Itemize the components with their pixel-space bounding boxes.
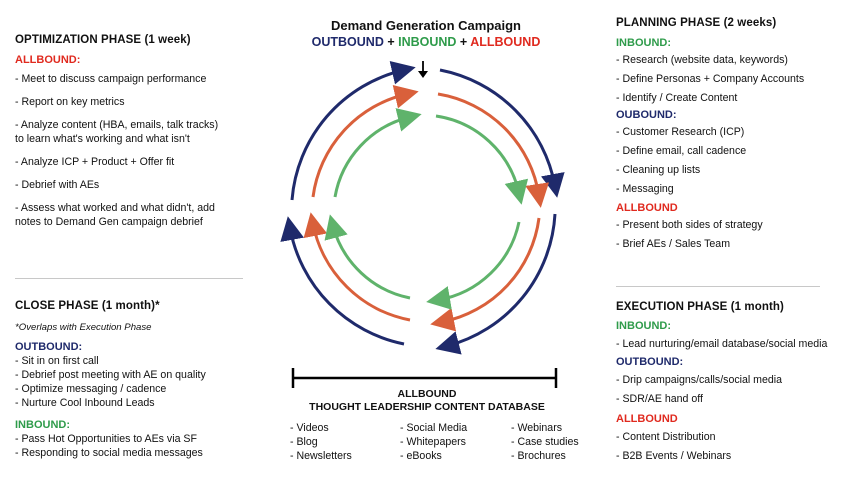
database-col-1: - Videos - Blog - Newsletters [290,421,352,463]
execution-allbound-items: - Content Distribution - B2B Events / We… [616,430,848,463]
list-item: - Blog [290,436,318,448]
execution-allbound-label: ALLBOUND [616,413,678,425]
list-item: - Define Personas + Company Accounts [616,73,805,85]
list-item: - Debrief with AEs [15,179,100,191]
outbound-arc-upper-left [290,61,416,201]
list-item: - Whitepapers [400,436,466,448]
outbound-arc-upper-right [439,68,565,198]
planning-allbound-items: - Present both sides of strategy - Brief… [616,218,846,251]
planning-phase-title: PLANNING PHASE (2 weeks) [616,17,777,29]
list-item: - Assess what worked and what didn't, ad… [15,202,215,228]
list-item: - Meet to discuss campaign performance [15,73,207,85]
subtitle-plus: + [456,35,471,49]
allbound-arc-lower-right [430,217,541,332]
database-bracket [291,368,558,388]
outbound-arc-lower-left [280,216,405,346]
list-item: - eBooks [400,450,442,462]
list-item: - Analyze ICP + Product + Offer fit [15,156,175,168]
execution-phase: EXECUTION PHASE (1 month) INBOUND: - Lea… [616,301,848,463]
close-outbound-label: OUTBOUND: [15,341,83,353]
planning-outbound-items: - Customer Research (ICP) - Define email… [616,125,846,196]
planning-outbound-label: OUBOUND: [616,109,677,121]
database-title-line2: THOUGHT LEADERSHIP CONTENT DATABASE [309,401,545,413]
close-inbound-items: - Pass Hot Opportunities to AEs via SF -… [15,432,265,460]
outbound-arc-lower-right [435,213,557,355]
list-item: - Case studies [511,436,579,448]
inbound-arc-upper-left [333,108,422,198]
left-divider [15,278,243,279]
allbound-arc-upper-right [437,92,550,208]
list-item: - Drip campaigns/calls/social media [616,374,783,386]
list-item: - Research (website data, keywords) [616,54,788,66]
database-title-line1: ALLBOUND [397,388,457,400]
execution-phase-title: EXECUTION PHASE (1 month) [616,301,784,313]
execution-inbound-label: INBOUND: [616,320,671,332]
list-item: - Identify / Create Content [616,92,738,104]
allbound-arc-lower-left [303,212,411,322]
list-item: - Debrief post meeting with AE on qualit… [15,369,206,381]
planning-allbound-label: ALLBOUND [616,202,678,214]
list-item: - Messaging [616,183,674,195]
inbound-arc-lower-right [426,221,521,310]
list-item: - Present both sides of strategy [616,219,763,231]
list-item: - Nurture Cool Inbound Leads [15,397,155,409]
list-item: - Social Media [400,422,468,434]
list-item: - Sit in on first call [15,355,99,367]
close-outbound-items: - Sit in on first call - Debrief post me… [15,354,265,410]
database-col-3: - Webinars - Case studies - Brochures [511,421,579,463]
subtitle-outbound: OUTBOUND [311,35,384,49]
campaign-subtitle: OUTBOUND + INBOUND + ALLBOUND [276,35,576,49]
execution-outbound-items: - Drip campaigns/calls/social media - SD… [616,373,848,406]
list-item: - Analyze content (HBA, emails, talk tra… [15,119,219,145]
optimization-items: - Meet to discuss campaign performance -… [15,72,255,229]
list-item: - B2B Events / Webinars [616,450,732,462]
planning-phase: PLANNING PHASE (2 weeks) INBOUND: - Rese… [616,17,846,251]
list-item: - Define email, call cadence [616,145,747,157]
close-phase: CLOSE PHASE (1 month)* *Overlaps with Ex… [15,300,265,460]
execution-inbound-items: - Lead nurturing/email database/social m… [616,337,848,351]
list-item: - Customer Research (ICP) [616,126,745,138]
campaign-title: Demand Generation Campaign [331,18,521,33]
planning-inbound-label: INBOUND: [616,37,671,49]
database-title: ALLBOUND THOUGHT LEADERSHIP CONTENT DATA… [277,388,577,414]
list-item: - Brief AEs / Sales Team [616,238,731,250]
optimization-allbound-label: ALLBOUND: [15,54,81,66]
list-item: - Report on key metrics [15,96,125,108]
inbound-arc-upper-right [435,114,529,205]
start-arrow [418,61,428,78]
optimization-phase: OPTIMIZATION PHASE (1 week) ALLBOUND: - … [15,34,255,229]
close-phase-note: *Overlaps with Execution Phase [15,322,152,333]
close-phase-title: CLOSE PHASE (1 month)* [15,300,160,312]
list-item: - Videos [290,422,329,434]
optimization-phase-title: OPTIMIZATION PHASE (1 week) [15,34,191,46]
list-item: - Pass Hot Opportunities to AEs via SF [15,433,197,445]
subtitle-allbound: ALLBOUND [470,35,541,49]
list-item: - Webinars [511,422,563,434]
close-inbound-label: INBOUND: [15,419,70,431]
planning-inbound-items: - Research (website data, keywords) - De… [616,53,846,105]
list-item: - Lead nurturing/email database/social m… [616,338,828,350]
right-divider [616,286,820,287]
list-item: - Brochures [511,450,566,462]
subtitle-plus: + [383,35,399,49]
list-item: - Responding to social media messages [15,447,203,459]
allbound-arc-upper-left [311,84,419,198]
database-col-2: - Social Media - Whitepapers - eBooks [400,421,467,463]
list-item: - Optimize messaging / cadence [15,383,167,395]
list-item: - Cleaning up lists [616,164,701,176]
list-item: - Newsletters [290,450,352,462]
list-item: - Content Distribution [616,431,716,443]
subtitle-inbound: INBOUND [398,35,457,49]
execution-outbound-label: OUTBOUND: [616,356,684,368]
inbound-arc-lower-left [324,214,411,300]
list-item: - SDR/AE hand off [616,393,703,405]
